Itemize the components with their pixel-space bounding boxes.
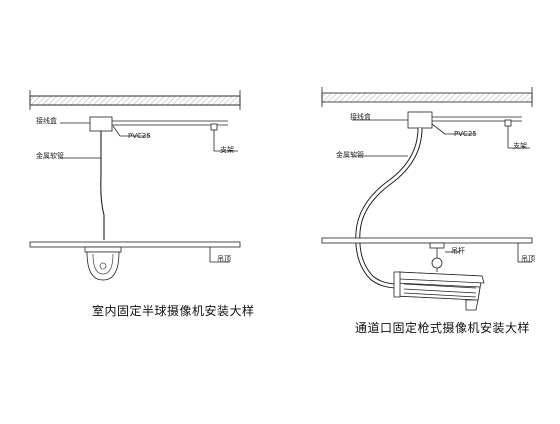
- right-drop-label: 支架: [513, 142, 527, 150]
- left-caption: 室内固定半球摄像机安装大样: [92, 304, 255, 318]
- right-caption: 通道口固定枪式摄像机安装大样: [355, 321, 531, 335]
- bullet-camera: [393, 271, 485, 311]
- left-junction-box: [89, 116, 113, 132]
- right-junction-box: [407, 111, 433, 129]
- right-slab: [321, 92, 533, 103]
- left-floor-label: 吊顶: [217, 255, 231, 263]
- left-conduit-label: PVC25: [128, 132, 151, 140]
- right-junction-box-label: 接线盒: [350, 113, 371, 121]
- left-hose-label: 金属软管: [36, 152, 64, 160]
- camera-bracket: [429, 242, 445, 272]
- right-detail: [321, 87, 533, 311]
- right-hose-label: 金属软管: [336, 151, 364, 159]
- right-floor-label: 吊顶: [521, 255, 535, 263]
- left-metal-hose: [100, 131, 105, 240]
- left-slab: [29, 95, 241, 106]
- left-drop-label: 支架: [220, 146, 234, 154]
- right-conduit-label: PVC25: [454, 130, 477, 138]
- dome-camera: [84, 246, 122, 281]
- left-junction-box-label: 接线盒: [36, 117, 57, 125]
- left-detail: [29, 90, 241, 281]
- right-ceiling: [321, 237, 533, 244]
- left-ceiling: [29, 241, 241, 248]
- right-bracket-label: 吊杆: [451, 247, 465, 255]
